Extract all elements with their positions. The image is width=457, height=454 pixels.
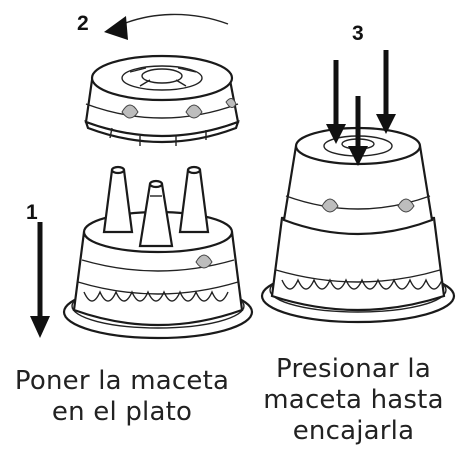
caption-right: Presionar la maceta hasta encajarla (263, 354, 444, 446)
caption-left: Poner la maceta en el plato (14, 366, 230, 427)
pot-base-with-spikes (30, 165, 254, 340)
step-number-2: 2 (77, 12, 89, 35)
pot-top-rotating (84, 13, 240, 146)
step-number-1: 1 (26, 201, 38, 224)
rotate-arrow-icon (117, 13, 229, 27)
pot-assembled (260, 50, 456, 324)
step-number-3: 3 (352, 22, 364, 45)
